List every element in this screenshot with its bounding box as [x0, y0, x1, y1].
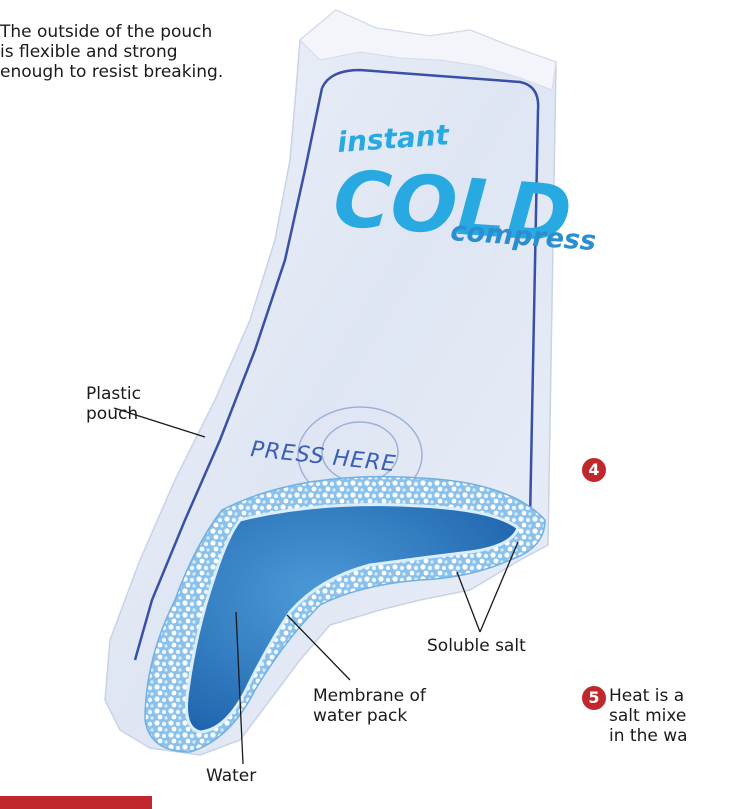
label-soluble-salt: Soluble salt — [427, 636, 526, 656]
label-line: pouch — [86, 404, 141, 424]
step-5-line: Heat is a — [609, 686, 688, 706]
pouch-description: The outside of the pouch is flexible and… — [0, 22, 223, 82]
step-5-text: Heat is a salt mixe in the wa — [609, 686, 688, 746]
step-5-line: salt mixe — [609, 706, 688, 726]
section-header-bar — [0, 796, 152, 809]
pouch-description-line: The outside of the pouch — [0, 22, 223, 42]
step-5-badge: 5 — [582, 686, 606, 710]
label-membrane: Membrane of water pack — [313, 686, 426, 726]
step-5-line: in the wa — [609, 726, 688, 746]
label-plastic-pouch: Plastic pouch — [86, 384, 141, 424]
pouch-description-line: enough to resist breaking. — [0, 62, 223, 82]
label-line: Plastic — [86, 384, 141, 404]
label-line: water pack — [313, 706, 426, 726]
step-4-badge: 4 — [582, 458, 606, 482]
label-line: Membrane of — [313, 686, 426, 706]
label-water: Water — [206, 766, 256, 786]
pouch-description-line: is flexible and strong — [0, 42, 223, 62]
